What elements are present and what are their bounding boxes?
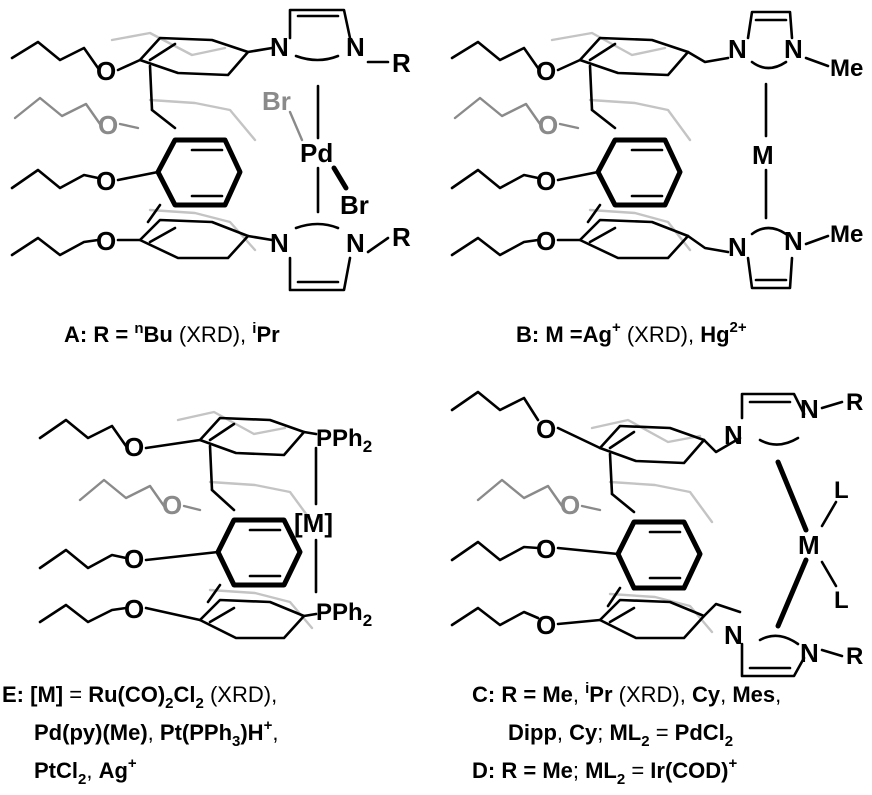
structure-b-nitrogen-1: N: [728, 34, 747, 64]
structure-e: O O O O PPh2 [M] PPh2: [38, 410, 372, 640]
structure-b-nitrogen-3: N: [728, 232, 747, 262]
structure-a: O O O O N N R Br Pd Br N N R: [10, 8, 411, 292]
caption-b: B: M =Ag+ (XRD), Hg2+: [516, 319, 747, 347]
structure-e-phosphine-top: PPh2: [316, 425, 372, 456]
structure-b-oxygen-top: O: [536, 56, 556, 86]
structure-e-metal-fragment: [M]: [294, 508, 333, 538]
structure-b-nitrogen-2: N: [784, 34, 803, 64]
structure-b-methyl-bottom: Me: [830, 221, 863, 248]
structure-a-nitrogen-1: N: [270, 32, 289, 62]
structure-a-palladium: Pd: [300, 138, 333, 168]
structure-e-oxygen-top: O: [124, 432, 144, 462]
structure-b-nitrogen-4: N: [784, 226, 803, 256]
structure-b-bonds: [450, 10, 830, 290]
structure-c-oxygen-middle: O: [536, 534, 556, 564]
structure-b-metal: M: [752, 140, 774, 170]
structure-b: O O O O N N Me M N N Me: [450, 10, 863, 290]
caption-e-line1: E: [M] = Ru(CO)2Cl2 (XRD),: [2, 682, 277, 712]
structure-c-ligand-bottom: L: [834, 587, 849, 614]
structure-e-oxygen-middle: O: [124, 544, 144, 574]
structure-a-oxygen-top: O: [96, 56, 116, 86]
structure-c-oxygen-bottom: O: [536, 610, 556, 640]
structure-e-oxygen-rear: O: [162, 490, 182, 520]
structure-c-nitrogen-2: N: [800, 394, 819, 424]
structure-e-bonds: [38, 410, 318, 640]
structure-c: O O O O N N R L M L N N R: [450, 389, 863, 678]
structure-a-oxygen-bottom: O: [96, 226, 116, 256]
structure-b-oxygen-bottom: O: [536, 226, 556, 256]
structure-c-oxygen-rear: O: [560, 490, 580, 520]
structure-e-oxygen-bottom: O: [124, 594, 144, 624]
structure-a-bromine-rear: Br: [262, 86, 291, 116]
caption-e-line3: PtCl2, Ag+: [34, 755, 137, 788]
structure-c-r-top: R: [846, 389, 863, 416]
structure-e-phosphine-bottom: PPh2: [316, 599, 372, 630]
structure-a-nitrogen-4: N: [346, 228, 365, 258]
caption-c-line2: Dipp, Cy; ML2 = PdCl2: [508, 720, 733, 750]
structure-c-oxygen-top: O: [536, 414, 556, 444]
structure-c-bonds: [450, 390, 844, 678]
structure-c-r-bottom: R: [846, 643, 863, 670]
structure-c-nitrogen-4: N: [800, 638, 819, 668]
structure-b-methyl-top: Me: [830, 55, 863, 82]
structure-a-r-bottom: R: [392, 222, 411, 252]
structure-a-r-top: R: [392, 48, 411, 78]
structure-a-bromine-front: Br: [340, 190, 369, 220]
structure-a-oxygen-middle: O: [96, 166, 116, 196]
caption-e-line2: Pd(py)(Me), Pt(PPh3)H+,: [34, 717, 278, 750]
caption-a: A: R = nBu (XRD), iPr: [64, 320, 280, 347]
structure-a-oxygen-rear: O: [98, 110, 118, 140]
caption-c-line1: C: R = Me, iPr (XRD), Cy, Mes,: [472, 680, 781, 707]
structure-c-nitrogen-3: N: [724, 620, 743, 650]
structure-b-oxygen-middle: O: [536, 166, 556, 196]
structure-c-ligand-top: L: [834, 477, 849, 504]
structure-c-metal: M: [798, 530, 820, 560]
structure-a-nitrogen-2: N: [346, 32, 365, 62]
caption-d: D: R = Me; ML2 = Ir(COD)+: [472, 755, 738, 788]
structure-a-nitrogen-3: N: [270, 228, 289, 258]
structure-c-nitrogen-1: N: [724, 420, 743, 450]
structure-b-oxygen-rear: O: [538, 110, 558, 140]
structure-a-bonds: [10, 8, 390, 292]
